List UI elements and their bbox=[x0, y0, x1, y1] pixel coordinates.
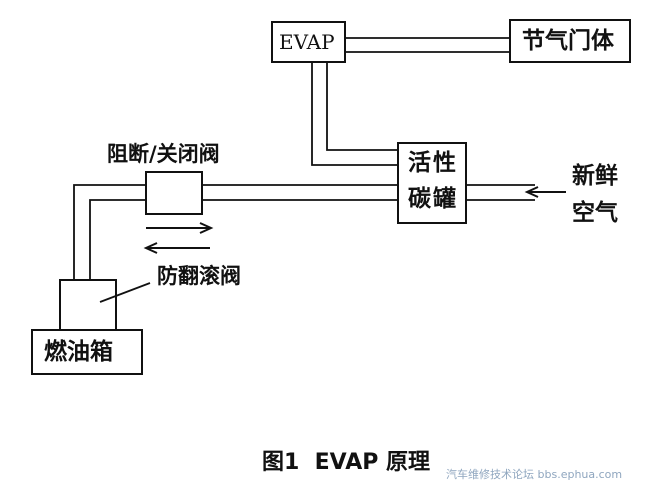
pipe-evap-throttle bbox=[345, 37, 510, 53]
fuel-tank-box bbox=[31, 329, 143, 375]
canister-label-line2: 碳罐 bbox=[408, 186, 458, 212]
block-valve-box bbox=[145, 171, 203, 215]
canister-label-line1: 活性 bbox=[408, 150, 458, 176]
pipe-evap-canister bbox=[311, 62, 398, 166]
fresh-air-label-line1: 新鲜 bbox=[572, 163, 618, 189]
figure-caption: 图1 EVAP 原理 bbox=[262, 450, 430, 475]
rollover-valve-label: 防翻滚阀 bbox=[157, 264, 241, 288]
block-valve-label: 阻断/关闭阀 bbox=[107, 142, 220, 166]
flow-right-arrow-icon bbox=[146, 222, 214, 234]
pipe-canister-valve bbox=[202, 184, 398, 201]
pipe-valve-tank bbox=[73, 184, 146, 282]
flow-left-arrow-icon bbox=[143, 242, 210, 254]
rollover-leader-line bbox=[99, 282, 151, 303]
fresh-air-label-line2: 空气 bbox=[572, 200, 618, 226]
rollover-valve-box bbox=[59, 279, 117, 331]
pipe-fresh-air bbox=[466, 184, 535, 201]
fresh-air-arrow-icon bbox=[524, 186, 566, 198]
evap-box bbox=[271, 21, 346, 63]
fuel-tank-label: 燃油箱 bbox=[44, 339, 113, 365]
watermark-text: 汽车维修技术论坛 bbs.ephua.com bbox=[446, 468, 623, 481]
canister-box bbox=[397, 142, 467, 224]
throttle-body-label: 节气门体 bbox=[522, 28, 614, 54]
throttle-body-box bbox=[509, 19, 631, 63]
evap-label: EVAP bbox=[279, 30, 335, 54]
